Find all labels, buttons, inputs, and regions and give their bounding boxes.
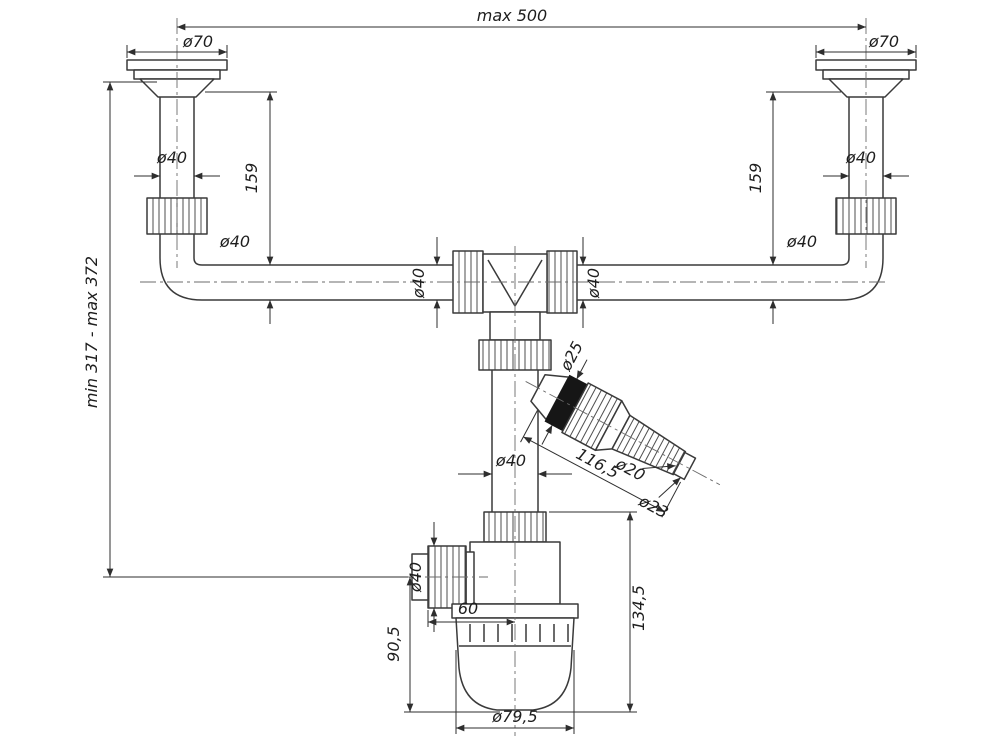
dimension-center-pipe-dia: ø40 [458,451,572,478]
dim-label-max-width: max 500 [477,6,547,25]
dimension-right-elbow-dia: ø40 [769,232,817,324]
dimensions: max 500 ø70 ø70 min 317 - max 372 ø [82,6,917,734]
dimension-left-pipe-dia: ø40 [134,148,220,180]
dim-label-flange-left: ø70 [182,32,213,51]
left-elbow [159,257,203,301]
dim-label-trap-height: 134,5 [629,585,648,631]
dimension-cup-dia: ø79,5 [455,650,575,734]
dimension-flange-right: ø70 [815,32,917,58]
dim-label-trap-outlet-dia: ø40 [406,562,425,593]
branch-tip-outer-leader [658,477,682,498]
dim-label-flange-right: ø70 [868,32,899,51]
bottle-trap [411,511,579,711]
branch-len-ext-left [520,410,538,443]
horizontal-pipe-left-segment [202,264,453,301]
trap-cup-knurling [469,624,569,642]
dimension-trap-height: 134,5 [536,511,648,713]
dim-label-outlet-offset: 60 [458,599,478,618]
left-tailpipe [159,97,195,198]
dim-label-tee-right-dia: ø40 [584,268,603,299]
branch-center-line [525,381,721,486]
branch-len-ext-right [661,481,682,518]
dim-label-branch-tip-outer: ø23 [635,491,671,522]
dim-label-left-elbow-dia: ø40 [219,232,250,251]
left-tailpipe-lower [159,234,195,258]
dim-label-left-pipe-length: 159 [242,163,261,194]
dim-label-right-elbow-dia: ø40 [786,232,817,251]
dimension-max-width: max 500 [177,6,866,31]
dimension-flange-left: ø70 [126,32,228,58]
dimension-tee-right-dia: ø40 [579,237,603,328]
dim-label-left-pipe-dia: ø40 [156,148,187,167]
branch-dia-arrow-bottom [541,424,553,445]
tee-funnel-lines [487,259,543,307]
dim-label-tee-left-dia: ø40 [409,268,428,299]
outlet-connector [465,551,475,605]
right-tailpipe [848,97,884,198]
branch-len-dim-line [523,436,665,513]
dim-label-center-pipe-dia: ø40 [495,451,526,470]
dimension-left-elbow-dia: ø40 [219,232,274,324]
dim-label-cup-height: 90,5 [384,626,403,662]
dim-label-height-range: min 317 - max 372 [82,256,101,408]
dimension-outlet-offset: 60 [427,599,515,627]
dim-label-right-pipe-length: 159 [746,163,765,194]
dim-label-cup-dia: ø79,5 [491,707,537,726]
horizontal-pipe-right-segment [577,264,841,301]
right-elbow [840,257,884,301]
washing-machine-branch: ø25 116,5 ø20 ø23 [520,338,721,522]
dimension-left-pipe-length: 159 [205,91,277,265]
dimension-cup-height: 90,5 [384,577,500,713]
right-tailpipe-lower [848,234,884,258]
branch-tip-inner-leader [642,463,676,470]
branch-dia-arrow-top [576,359,588,380]
dimension-height-range: min 317 - max 372 [82,81,408,578]
horizontal-pipe [202,264,841,301]
dim-label-right-pipe-dia: ø40 [845,148,876,167]
dimension-right-pipe-dia: ø40 [823,148,909,180]
dimension-tee-left-dia: ø40 [409,237,441,328]
dimension-right-pipe-length: 159 [746,91,841,265]
